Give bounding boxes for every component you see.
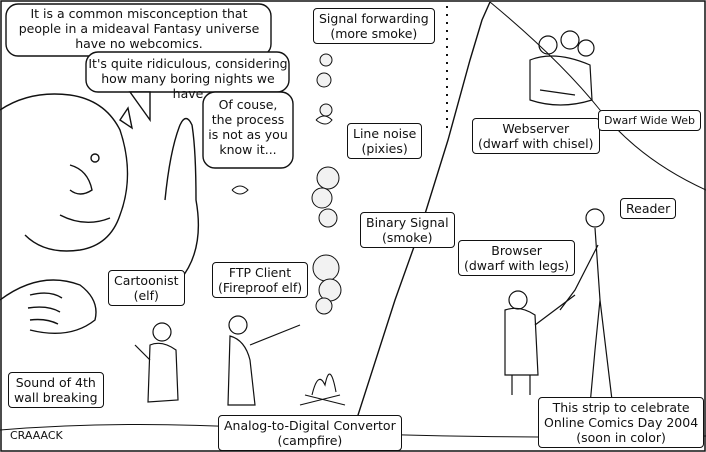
label-sound: Sound of 4th wall breaking xyxy=(8,372,104,408)
label-ftp-client: FTP Client (Fireproof elf) xyxy=(212,262,309,298)
reader-figure xyxy=(559,208,613,406)
webserver-dwarves xyxy=(529,30,595,106)
label-binary-signal: Binary Signal (smoke) xyxy=(360,212,455,248)
label-browser: Browser (dwarf with legs) xyxy=(458,240,576,276)
speech-line-2: It's quite ridiculous, considering how m… xyxy=(88,56,288,101)
label-celebrate: This strip to celebrate Online Comics Da… xyxy=(538,397,705,448)
label-signal-forwarding: Signal forwarding (more smoke) xyxy=(313,8,435,44)
label-reader: Reader xyxy=(620,198,677,219)
cliff-outline xyxy=(349,1,491,441)
label-analog-digital: Analog-to-Digital Convertor (campfire) xyxy=(218,415,402,451)
ridge-line xyxy=(489,1,706,191)
smoke-column xyxy=(311,53,342,315)
troll-figure xyxy=(0,93,200,335)
browser-dwarf xyxy=(504,290,576,395)
cartoonist-elf xyxy=(134,322,179,403)
label-webserver: Webserver (dwarf with chisel) xyxy=(472,118,600,154)
pixies xyxy=(231,115,333,195)
ftp-elf xyxy=(227,315,301,406)
label-dwarf-wide-web: Dwarf Wide Web xyxy=(598,110,702,131)
speech-line-1: It is a common misconception that people… xyxy=(18,6,260,51)
label-line-noise: Line noise (pixies) xyxy=(347,123,423,159)
speech-line-3: Of couse, the process is not as you know… xyxy=(208,97,288,157)
speech-bubbles xyxy=(5,3,294,169)
campfire xyxy=(299,373,346,406)
craaack-text: CRAAACK xyxy=(10,429,63,442)
label-cartoonist: Cartoonist (elf) xyxy=(108,270,185,306)
